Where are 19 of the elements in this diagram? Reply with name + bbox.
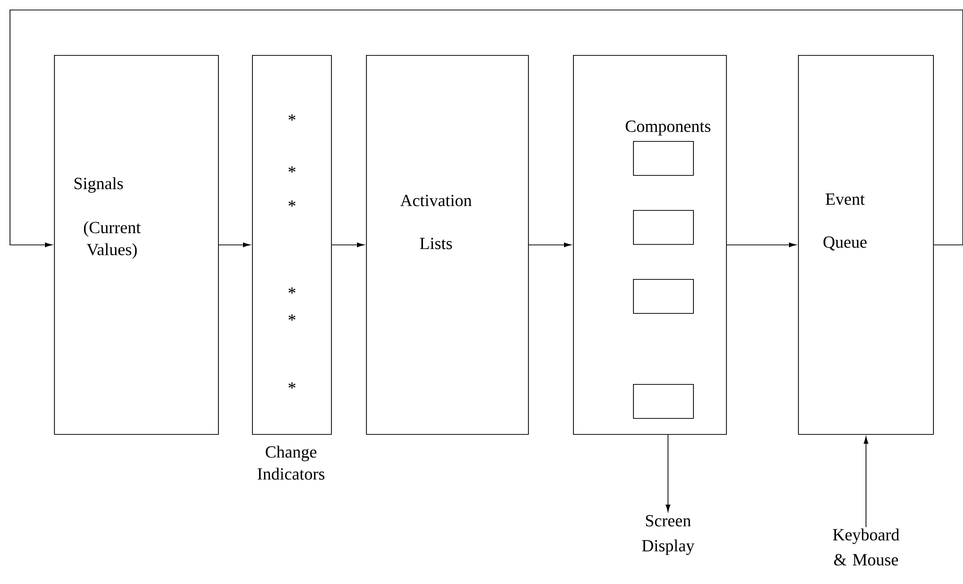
output-label: Screen Display (642, 515, 694, 555)
signals-box: Signals (Current Values) (54, 55, 219, 435)
inner-box (633, 141, 694, 176)
arrow (864, 436, 868, 528)
arrow (10, 10, 963, 248)
process-box: Components (573, 55, 727, 435)
indicator-box: * * * * * * (252, 55, 332, 435)
arrow (726, 242, 796, 248)
arrow (331, 242, 364, 248)
inner-box (633, 279, 694, 314)
process-box: Event Queue (798, 55, 934, 435)
arrow (528, 242, 572, 248)
arrow (666, 434, 670, 512)
process-box: Activation Lists (366, 55, 529, 435)
inner-box (633, 384, 694, 419)
input-label: Keyboard & Mouse (832, 528, 900, 566)
inner-box (633, 210, 694, 245)
node-caption: Change Indicators (258, 446, 324, 480)
arrow (218, 242, 250, 248)
